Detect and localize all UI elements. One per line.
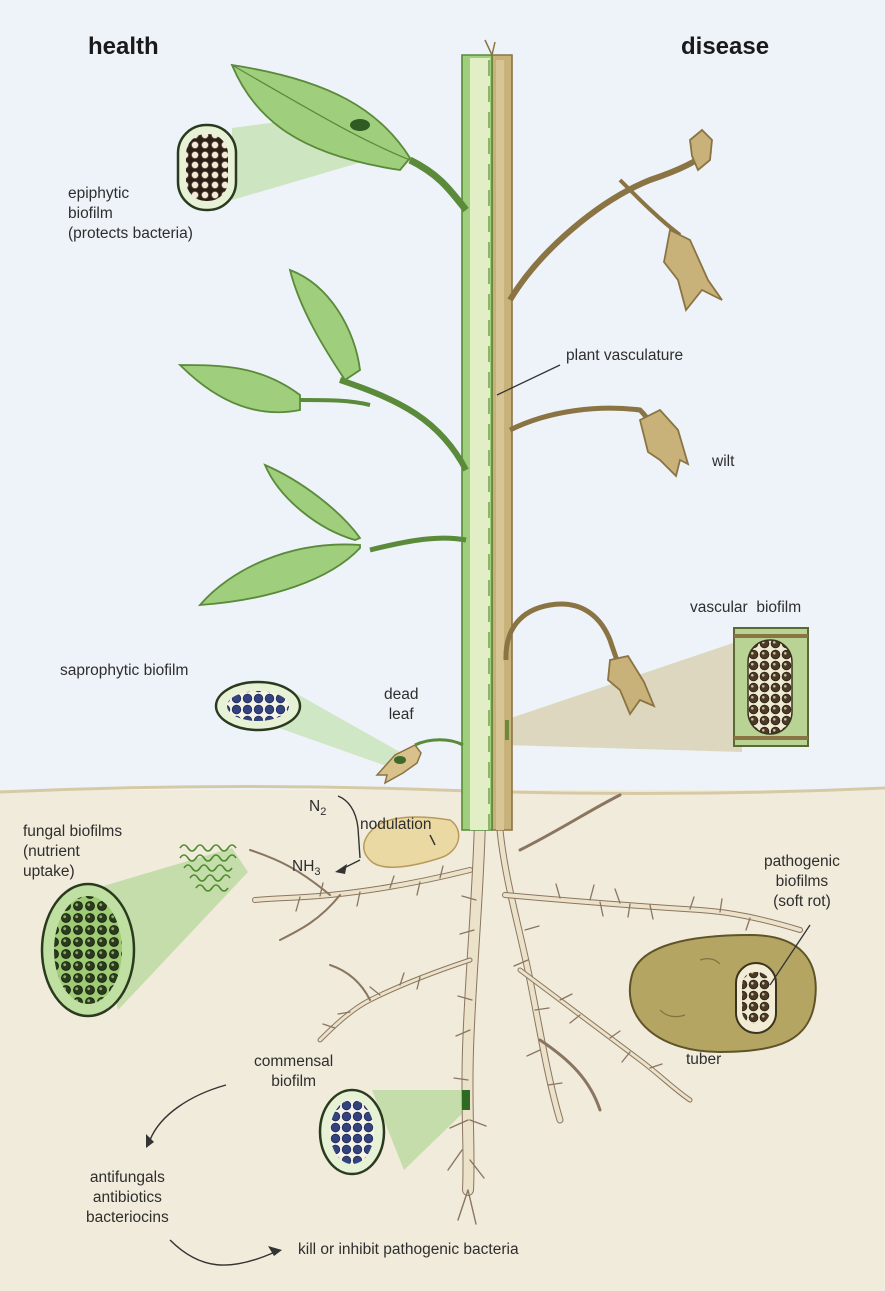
dead-leaf-label: dead leaf [384, 685, 418, 725]
stem [462, 40, 512, 830]
wilt-label: wilt [712, 452, 734, 472]
tuber-label: tuber [686, 1050, 721, 1070]
disease-header: disease [681, 33, 769, 61]
saprophytic-biofilm-label: saprophytic biofilm [60, 661, 188, 681]
vascular-inset [734, 628, 808, 746]
plant-vasculature-label: plant vasculature [566, 346, 683, 366]
epiphytic-biofilm-label: epiphytic biofilm (protects bacteria) [68, 184, 193, 244]
nh3-label: NH3 [292, 857, 321, 882]
antimicrobials-label: antifungals antibiotics bacteriocins [86, 1168, 169, 1228]
vascular-biofilm-label: vascular biofilm [690, 598, 801, 618]
n2-label: N2 [309, 797, 326, 822]
fungal-biofilms-label: fungal biofilms (nutrient uptake) [23, 822, 122, 882]
health-header: health [88, 33, 159, 61]
commensal-biofilm-label: commensal biofilm [254, 1052, 333, 1092]
saprophytic-inset [216, 682, 300, 730]
tuber [630, 935, 816, 1052]
kill-or-inhibit-label: kill or inhibit pathogenic bacteria [298, 1240, 519, 1260]
nodulation-label: nodulation [360, 815, 432, 835]
pathogenic-biofilms-label: pathogenic biofilms (soft rot) [764, 852, 840, 912]
fungal-inset [42, 884, 134, 1016]
